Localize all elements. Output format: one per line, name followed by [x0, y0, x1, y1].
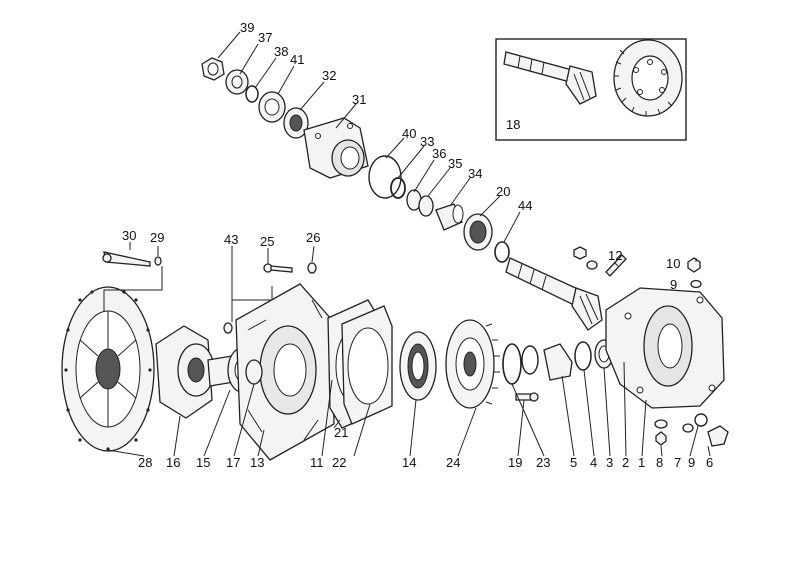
- callout-15: 15: [196, 455, 210, 470]
- inset-box-part-18: [495, 38, 687, 141]
- callout-40: 40: [402, 126, 416, 141]
- callout-33: 33: [420, 134, 434, 149]
- callout-12: 12: [608, 248, 622, 263]
- callout-5: 5: [570, 455, 577, 470]
- callout-34: 34: [468, 166, 482, 181]
- final-drive-assembly: [61, 283, 725, 461]
- callout-9-lower: 9: [688, 455, 695, 470]
- callout-39: 39: [240, 20, 254, 35]
- callout-35: 35: [448, 156, 462, 171]
- callout-30: 30: [122, 228, 136, 243]
- callout-21: 21: [334, 425, 348, 440]
- callout-3: 3: [606, 455, 613, 470]
- small-hardware: [102, 246, 729, 447]
- callout-28: 28: [138, 455, 152, 470]
- callout-13: 13: [250, 455, 264, 470]
- leader-lines: [103, 31, 711, 457]
- callout-32: 32: [322, 68, 336, 83]
- callout-17: 17: [226, 455, 240, 470]
- callout-38: 38: [274, 44, 288, 59]
- callout-labels: 39 37 38 41 32 31 40 33 36 35 34 20 44 1…: [122, 20, 713, 470]
- callout-31: 31: [352, 92, 366, 107]
- pinion-shaft-assembly: [201, 57, 603, 331]
- callout-23: 23: [536, 455, 550, 470]
- callout-29: 29: [150, 230, 164, 245]
- callout-24: 24: [446, 455, 460, 470]
- callout-44: 44: [518, 198, 532, 213]
- callout-20: 20: [496, 184, 510, 199]
- callout-6: 6: [706, 455, 713, 470]
- callout-18: 18: [506, 117, 520, 132]
- callout-1: 1: [638, 455, 645, 470]
- callout-37: 37: [258, 30, 272, 45]
- callout-7: 7: [674, 455, 681, 470]
- callout-9-upper: 9: [670, 277, 677, 292]
- callout-43: 43: [224, 232, 238, 247]
- callout-4: 4: [590, 455, 597, 470]
- callout-10: 10: [666, 256, 680, 271]
- callout-36: 36: [432, 146, 446, 161]
- callout-8: 8: [656, 455, 663, 470]
- callout-2: 2: [622, 455, 629, 470]
- callout-11: 11: [310, 455, 324, 470]
- callout-25: 25: [260, 234, 274, 249]
- callout-19: 19: [508, 455, 522, 470]
- callout-16: 16: [166, 455, 180, 470]
- callout-41: 41: [290, 52, 304, 67]
- callout-14: 14: [402, 455, 416, 470]
- callout-22: 22: [332, 455, 346, 470]
- callout-26: 26: [306, 230, 320, 245]
